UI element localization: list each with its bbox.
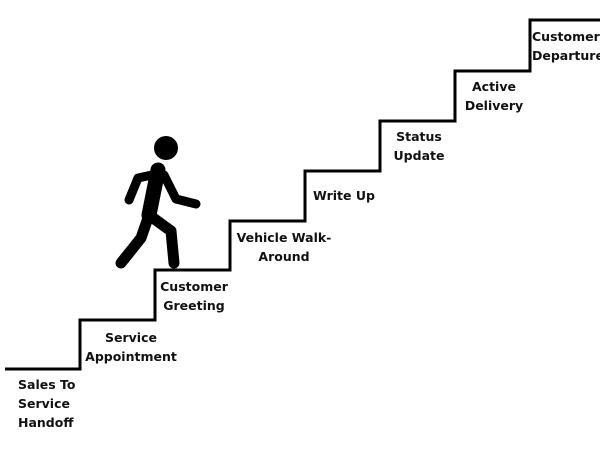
staircase-line bbox=[5, 18, 600, 371]
step-label-vehicle-walk-around: Vehicle Walk- Around bbox=[236, 230, 332, 264]
walking-person-icon bbox=[115, 136, 201, 269]
step-label-sales-to-service-handoff: Sales To Service Handoff bbox=[18, 377, 76, 430]
step-label-service-appointment: Service Appointment bbox=[85, 330, 177, 364]
step-label-status-update: Status Update bbox=[393, 129, 445, 163]
step-label-write-up: Write Up bbox=[313, 188, 375, 203]
step-label-customer-departure: Customer Departure bbox=[532, 29, 600, 63]
step-label-active-delivery: Active Delivery bbox=[464, 79, 524, 113]
step-label-customer-greeting: Customer Greeting bbox=[160, 279, 228, 313]
